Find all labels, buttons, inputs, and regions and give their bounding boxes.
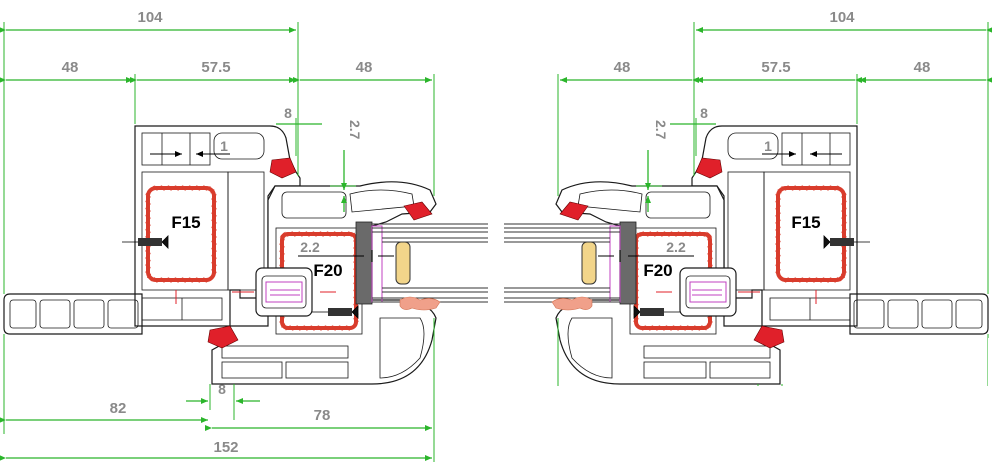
- left-dim-overall: 104: [137, 9, 163, 26]
- left-sash-reinforcement-label: F20: [313, 261, 342, 280]
- right-dim-right: 48: [914, 59, 931, 76]
- left-dim-glass-gap: 2.2: [300, 239, 320, 255]
- left-dim-offset: 2.7: [347, 120, 363, 140]
- left-dim-bottom-a: 82: [110, 400, 127, 417]
- left-dim-bottom-b: 8: [218, 381, 226, 397]
- right-dim-overall: 104: [829, 9, 855, 26]
- right-dim-offset: 2.7: [653, 120, 669, 140]
- left-section: 104 48 57.5 48 8 2.7 1 2.2 F15 F20 82 8 …: [4, 9, 488, 462]
- left-dim-left: 48: [62, 59, 79, 76]
- left-dim-mid: 57.5: [201, 59, 230, 76]
- left-dim-inner: 1: [220, 138, 228, 154]
- right-frame-reinforcement-label: F15: [791, 213, 820, 232]
- right-dim-mid: 57.5: [761, 59, 790, 76]
- right-sash-reinforcement-label: F20: [643, 261, 672, 280]
- right-dim-inner: 1: [764, 138, 772, 154]
- right-dim-left: 48: [614, 59, 631, 76]
- right-dim-gap: 8: [700, 105, 708, 121]
- left-frame-reinforcement-label: F15: [171, 213, 200, 232]
- right-section: 104 48 57.5 48 8 2.7 1 2.2 F15 F20: [504, 9, 992, 464]
- left-dim-bottom-c: 78: [314, 407, 331, 424]
- left-dim-gap: 8: [284, 105, 292, 121]
- left-dim-bottom-total: 152: [213, 439, 238, 456]
- right-dim-glass-gap: 2.2: [666, 239, 686, 255]
- left-dim-right: 48: [356, 59, 373, 76]
